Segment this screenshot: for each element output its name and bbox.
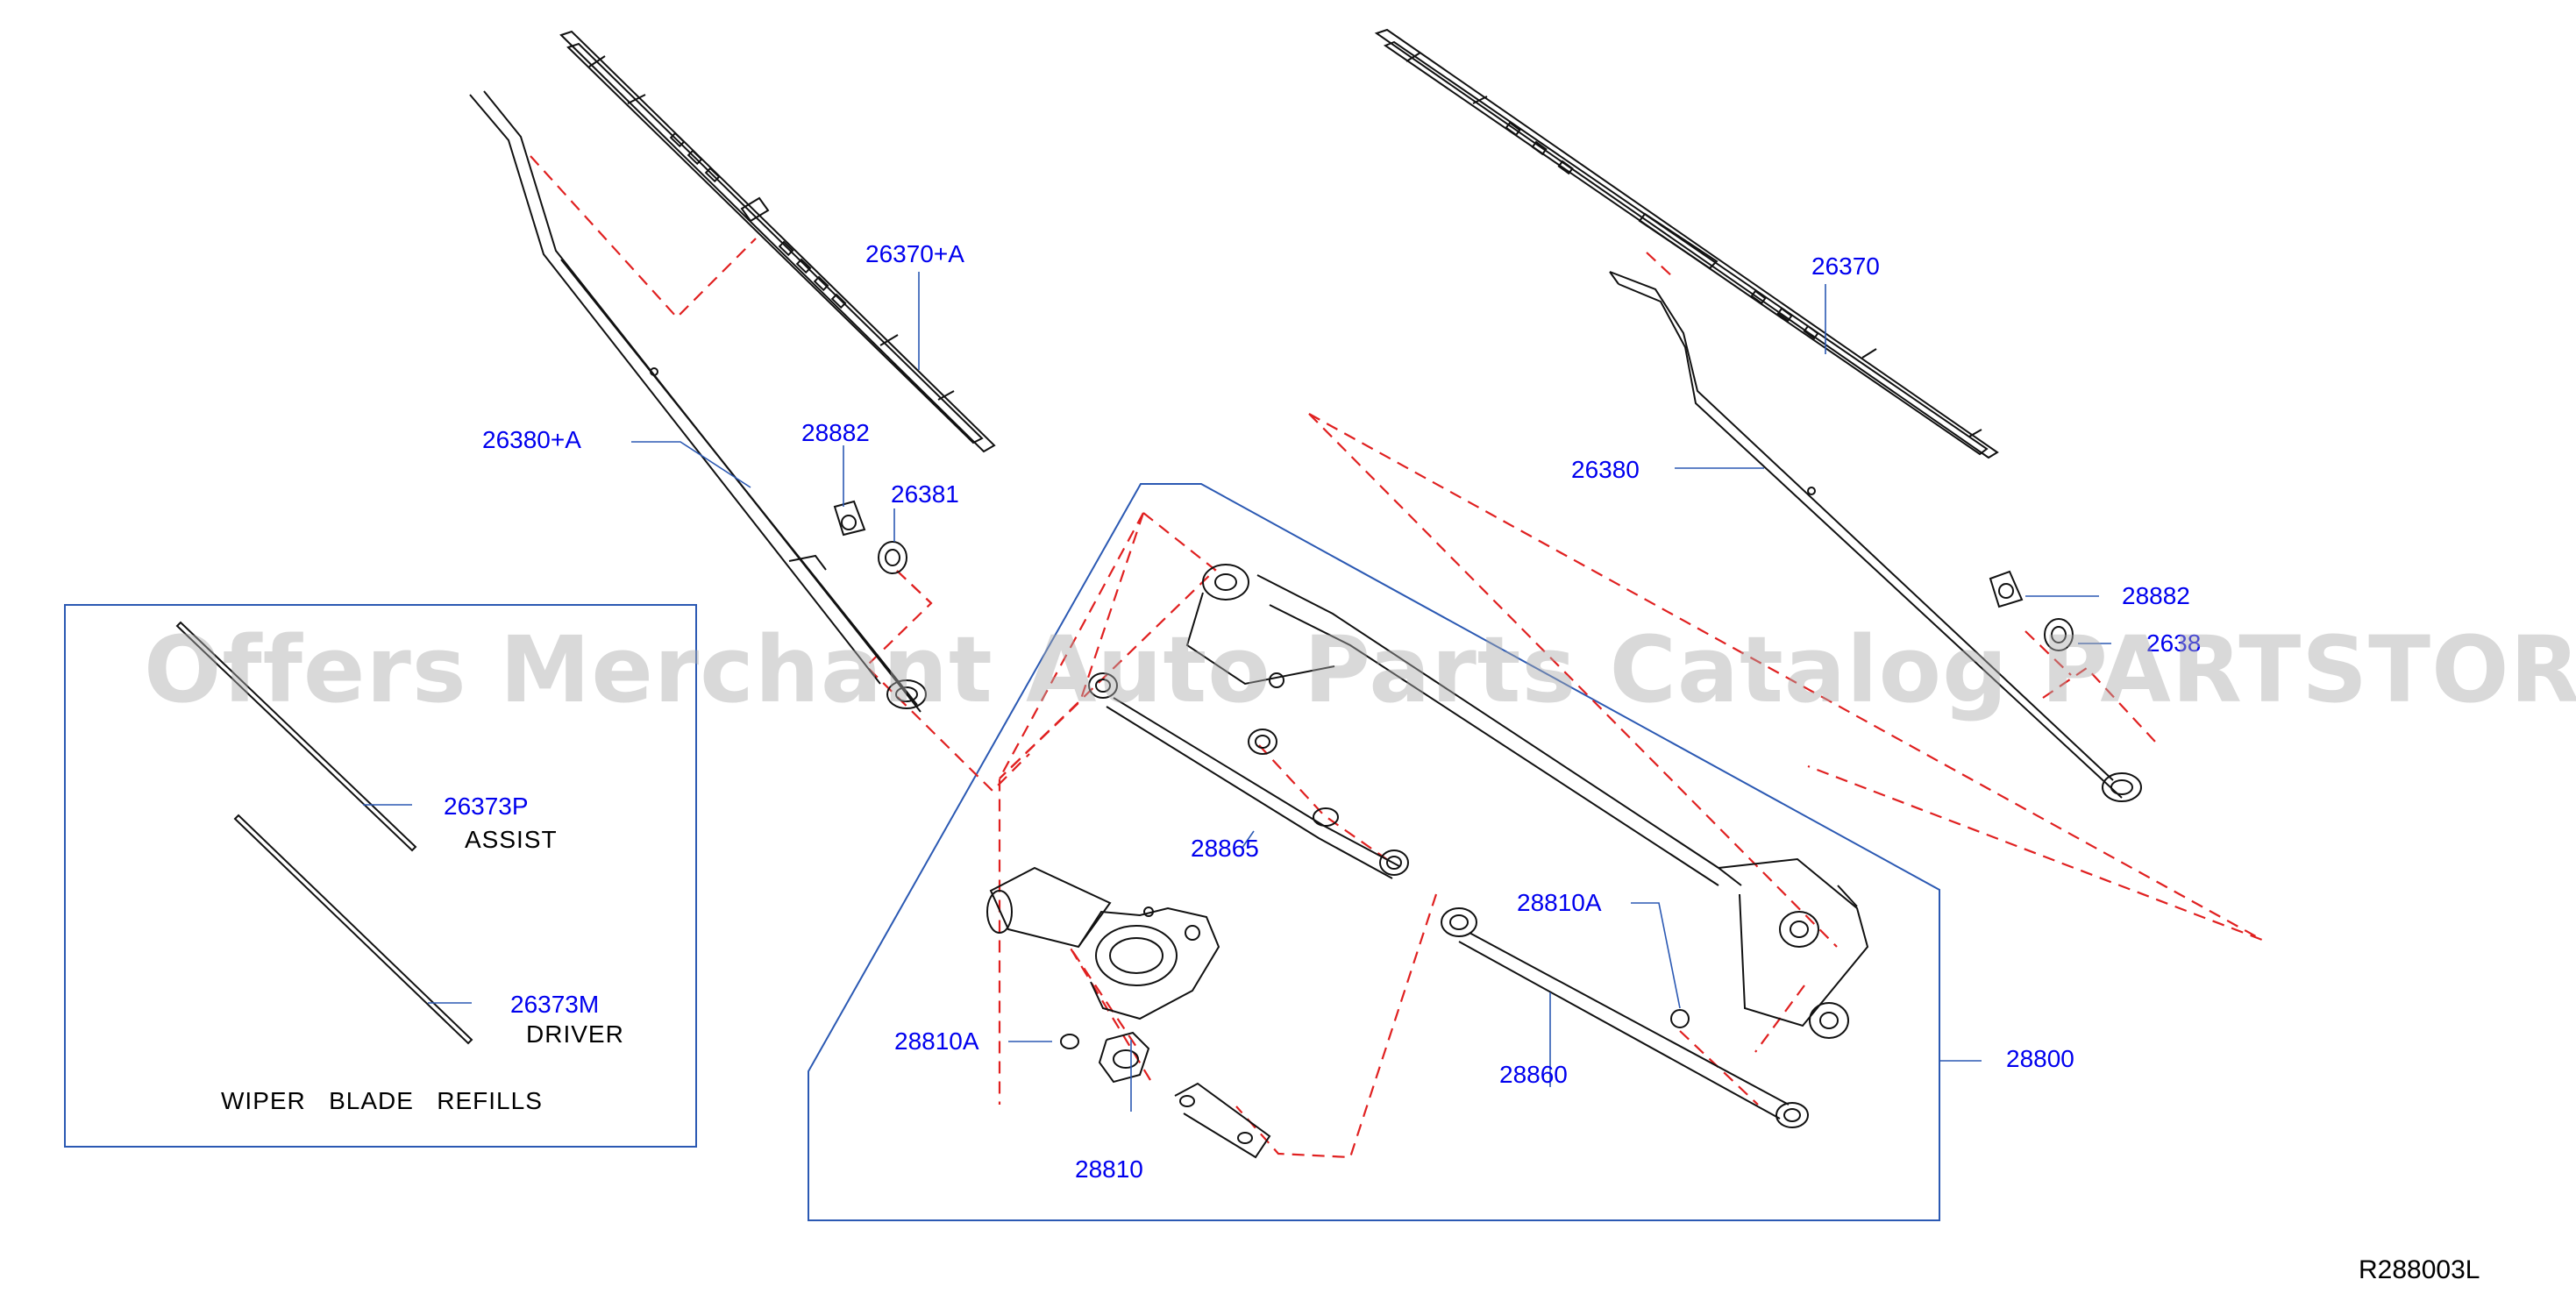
left-wiper-arm-drawing bbox=[469, 90, 927, 713]
wiper-blade-refills-caption: WIPER BLADE REFILLS bbox=[221, 1087, 543, 1114]
part-label-28865: 28865 bbox=[1191, 835, 1259, 862]
part-label-28810: 28810 bbox=[1075, 1155, 1143, 1183]
part-label-28800: 28800 bbox=[2006, 1045, 2074, 1072]
part-label-28810A-top: 28810A bbox=[1517, 889, 1602, 916]
part-label-26381-left: 26381 bbox=[891, 480, 959, 508]
watermark-text: Offers Merchant Auto Parts Catalog PARTS… bbox=[144, 616, 2576, 723]
linkage-frame-drawing bbox=[1185, 564, 1869, 1039]
part-label-26380A: 26380+A bbox=[482, 426, 581, 453]
right-wiper-blade-drawing bbox=[1374, 28, 1999, 459]
part-label-26370A: 26370+A bbox=[865, 240, 964, 267]
part-label-28860: 28860 bbox=[1499, 1061, 1568, 1088]
driver-label: DRIVER bbox=[526, 1020, 624, 1048]
part-label-28810A-bottom: 28810A bbox=[894, 1027, 979, 1055]
leader-lines bbox=[363, 272, 2111, 1112]
right-wiper-arm-drawing bbox=[1609, 271, 2142, 802]
part-label-26380: 26380 bbox=[1571, 456, 1640, 483]
wiper-blade-refills-box bbox=[64, 604, 697, 1148]
part-label-28882-right: 28882 bbox=[2122, 582, 2190, 609]
assist-label: ASSIST bbox=[465, 826, 558, 853]
wiper-motor-drawing bbox=[986, 866, 1271, 1159]
part-label-28882-left: 28882 bbox=[801, 419, 870, 446]
part-label-26373P: 26373P bbox=[444, 793, 529, 820]
part-label-26373M: 26373M bbox=[510, 991, 600, 1018]
left-wiper-blade-drawing bbox=[559, 30, 996, 453]
long-link-drawing bbox=[1441, 907, 1809, 1128]
linkage-assembly-box bbox=[808, 483, 1940, 1221]
part-label-26370: 26370 bbox=[1811, 252, 1880, 280]
short-link-drawing bbox=[1088, 672, 1409, 879]
right-nut-cap-drawing bbox=[1989, 570, 2074, 651]
part-label-26381-right: 2638 bbox=[2146, 629, 2202, 657]
refill-strips-drawing bbox=[175, 621, 473, 1045]
left-nut-cap-drawing bbox=[833, 500, 907, 574]
diagram-code: R288003L bbox=[2359, 1255, 2480, 1284]
